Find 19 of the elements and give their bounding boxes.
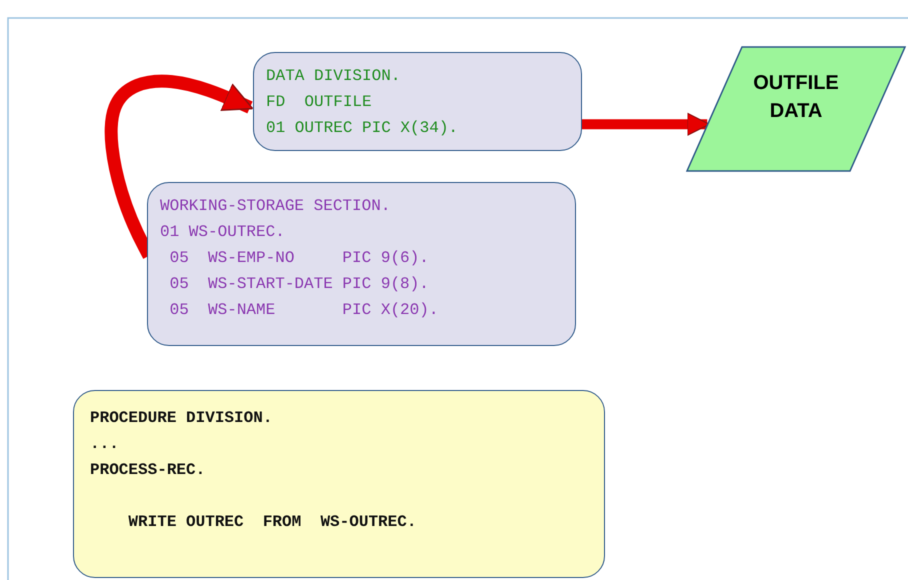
arrow (582, 112, 710, 136)
code-line: WORKING-STORAGE SECTION. (160, 196, 392, 217)
arrow (104, 74, 254, 259)
code-line: 01 OUTREC PIC X(34). (266, 118, 460, 139)
code-line: FD OUTFILE (266, 92, 373, 113)
code-line: PROCEDURE DIVISION. (90, 408, 274, 429)
code-line: 05 WS-START-DATE PIC 9(8). (168, 274, 430, 295)
code-line: ... (90, 434, 120, 455)
code-line: WRITE OUTREC FROM WS-OUTREC. (127, 512, 418, 533)
code-box (73, 390, 605, 578)
code-box (253, 52, 582, 151)
code-line: 01 WS-OUTREC. (160, 222, 286, 243)
code-line: 05 WS-EMP-NO PIC 9(6). (168, 248, 430, 269)
node-label: OUTFILE DATA (752, 71, 840, 124)
code-line: 05 WS-NAME PIC X(20). (168, 300, 440, 321)
data-parallelogram (686, 46, 906, 172)
code-line: PROCESS-REC. (90, 460, 206, 481)
code-box (147, 182, 576, 346)
code-line: DATA DIVISION. (266, 66, 402, 87)
